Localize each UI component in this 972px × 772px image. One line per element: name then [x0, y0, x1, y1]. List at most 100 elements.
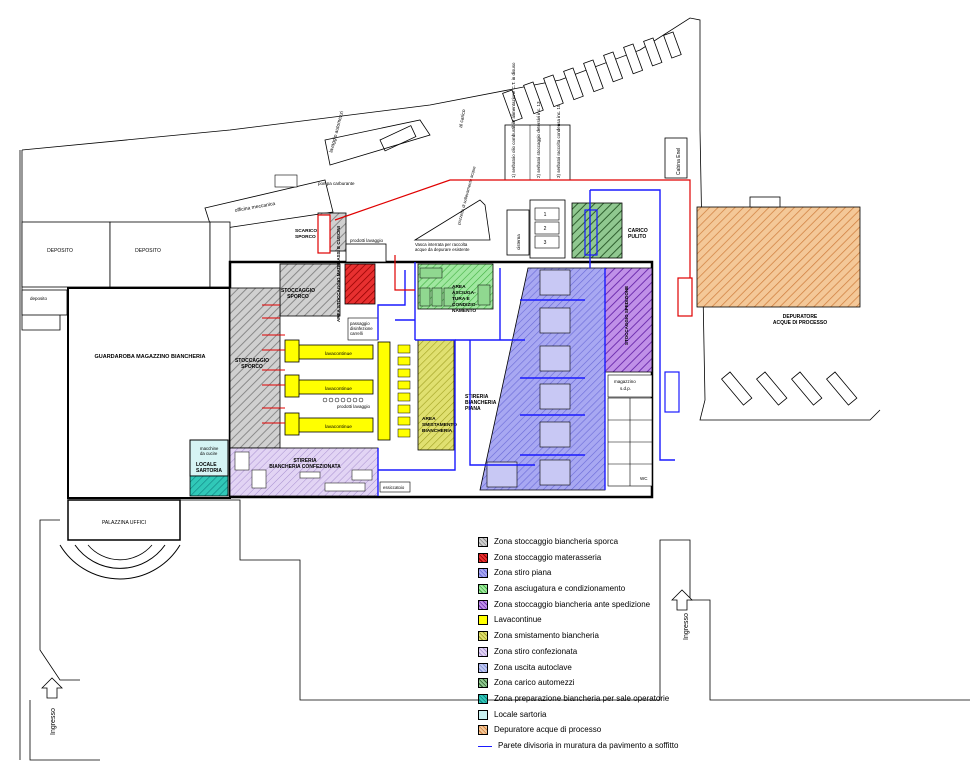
legend-item: Zona stoccaggio biancheria ante spedizio…	[478, 599, 778, 615]
tank-3-num: 3	[544, 240, 547, 246]
palazzina-label: PALAZZINA UFFICI	[102, 520, 146, 526]
legend-item: Parete divisoria in muratura da paviment…	[478, 740, 778, 756]
legend: Zona stoccaggio biancheria sporca Zona s…	[478, 536, 778, 756]
essiccatoio-box	[379, 481, 411, 493]
stoccaggio-sporco-label-1b: SPORCO	[287, 294, 309, 300]
carico-pulito-label: CARICO	[628, 228, 648, 234]
legend-label: Zona stoccaggio biancheria ante spedizio…	[494, 599, 651, 609]
stireria-piana-label-b: BIANCHERIA	[465, 400, 497, 406]
legend-label: Zona preparazione biancheria per sale op…	[494, 693, 670, 703]
legend-item: Lavacontinue	[478, 614, 778, 630]
tank-1-num: 1	[544, 212, 547, 218]
calandre	[486, 269, 571, 488]
zona-preparazione-sale	[189, 475, 229, 497]
legend-swatch	[478, 552, 488, 563]
wc-label: WC	[640, 476, 648, 481]
wc-block	[607, 397, 653, 487]
cisterna-label: cisterna	[516, 234, 521, 250]
legend-label: Zona stoccaggio biancheria sporca	[494, 537, 619, 546]
stireria-piana-label: STIRERIA	[465, 394, 489, 400]
ingresso-label-2: Ingresso	[50, 708, 57, 735]
circles-row	[322, 397, 364, 403]
asciugatura-label-c: TURA E	[452, 296, 470, 302]
deposito-small-label: deposito	[30, 296, 48, 301]
zona-smistamento	[417, 339, 455, 451]
smistamento-label-c: BIANCHERIA	[422, 428, 453, 434]
magazzino-label-b: s.d.p.	[620, 386, 631, 391]
materassi-label: AREA STOCCAGGIO MATERASSI E CUSCINI	[336, 226, 341, 322]
depuratore: DEPURATORE ACQUE DI PROCESSO	[696, 196, 861, 326]
asciugatura-label-e: NAMENTO	[452, 308, 476, 314]
site-boundary	[19, 17, 970, 761]
cabina-enel-label: Cabina Enel	[676, 148, 682, 175]
prodotti-lavaggio-2-label: prodotti lavaggio	[337, 404, 371, 409]
red-pipes	[334, 179, 691, 300]
legend-item: Zona stoccaggio materasseria	[478, 552, 778, 568]
smistamento-bins	[397, 344, 411, 438]
stireria-conf-machines	[234, 451, 373, 492]
notes-box: 1) serbatoio olio combustibile alimentaz…	[504, 62, 571, 181]
legend-item: Zona stiro piana	[478, 567, 778, 583]
parking-right	[721, 371, 858, 406]
asciugatura-label-d: CONDIZIO-	[452, 302, 477, 308]
legend-swatch	[478, 615, 488, 626]
legend-swatch	[478, 646, 488, 657]
lavacontinua-label-3: lavacontinue	[325, 424, 352, 430]
legend-item: Zona uscita autoclave	[478, 662, 778, 678]
officina: officina meccanica pompa carburante	[204, 174, 355, 231]
ingresso-arrow-2: Ingresso	[41, 677, 63, 735]
legend-item: Zona smistamento biancheria	[478, 630, 778, 646]
stireria-piana-label-c: PIANA	[465, 406, 481, 412]
stoccaggio-sporco-label-2b: SPORCO	[241, 364, 263, 370]
asciugatura-label-b: ASCIUGA-	[452, 290, 476, 296]
cisterna-box	[506, 209, 530, 256]
cabina-enel: Cabina Enel	[664, 137, 688, 179]
legend-label: Zona stiro confezionata	[494, 646, 578, 656]
palazzina-uffici: PALAZZINA UFFICI	[59, 499, 181, 580]
legend-item: Zona preparazione biancheria per sale op…	[478, 693, 778, 709]
prodotti-lavaggio-label: prodotti lavaggio	[350, 238, 384, 243]
legend-swatch	[478, 584, 488, 595]
truck-parking	[379, 31, 682, 152]
tank-2-num: 2	[544, 226, 547, 232]
legend-label: Zona carico automezzi	[494, 678, 575, 688]
truck-carico	[584, 209, 598, 256]
lavaggio-label: lavaggio automezzi	[328, 111, 345, 154]
note-1: 1) serbatoio olio combustibile alimentaz…	[511, 62, 516, 178]
vasca-label-2: acque da depurare esistente	[415, 247, 470, 252]
legend-swatch	[478, 631, 488, 642]
legend-label: Zona smistamento biancheria	[494, 631, 599, 641]
legend-swatch	[478, 599, 488, 610]
truck-red	[677, 277, 693, 317]
legend-label: Zona stoccaggio materasseria	[494, 552, 602, 562]
note-3: 3) serbatoi raccolta condensa inc. 15	[556, 104, 561, 178]
stoccaggio-spedizione-label: STOCCAGGIO SPEDIZIONE	[624, 286, 629, 345]
ingresso-label-1: Ingresso	[683, 613, 690, 640]
scarico-sporco-label-b: SPORCO	[295, 234, 316, 240]
passaggio-label-c: carrelli	[350, 331, 363, 336]
note-2: 2) serbatoi stoccaggio detersivi inc. 13	[536, 101, 541, 178]
zona-materassi	[344, 263, 376, 305]
red-flow-arrows	[262, 304, 285, 424]
legend-label: Zona asciugatura e condizionamento	[494, 584, 626, 594]
sartoria-label: LOCALE	[196, 462, 217, 468]
legend-label: Zona stiro piana	[494, 568, 552, 578]
depuratore-label-2: ACQUE DI PROCESSO	[773, 320, 827, 326]
lavacontinua-label-1: lavacontinue	[325, 351, 352, 357]
legend-swatch	[478, 725, 488, 736]
legend-item: Zona asciugatura e condizionamento	[478, 583, 778, 599]
depuratore-label: DEPURATORE	[783, 314, 818, 320]
legend-swatch	[478, 662, 488, 673]
lavacontinue-group	[284, 339, 391, 441]
legend-label: Depuratore acque di processo	[494, 725, 602, 735]
deposito-2-label: DEPOSITO	[135, 248, 161, 254]
stireria-conf-label-b: BIANCHERIA CONFEZIONATA	[269, 464, 341, 470]
stoccaggio-sporco-label-1: STOCCAGGIO	[281, 288, 315, 294]
truck-blue	[664, 371, 680, 413]
deposito-1-label: DEPOSITO	[47, 248, 73, 254]
essiccatoi	[419, 267, 491, 307]
legend-swatch	[478, 693, 488, 704]
essiccatoio-label: essiccatoio	[383, 485, 405, 490]
al-carico-label: al carico	[458, 109, 467, 129]
